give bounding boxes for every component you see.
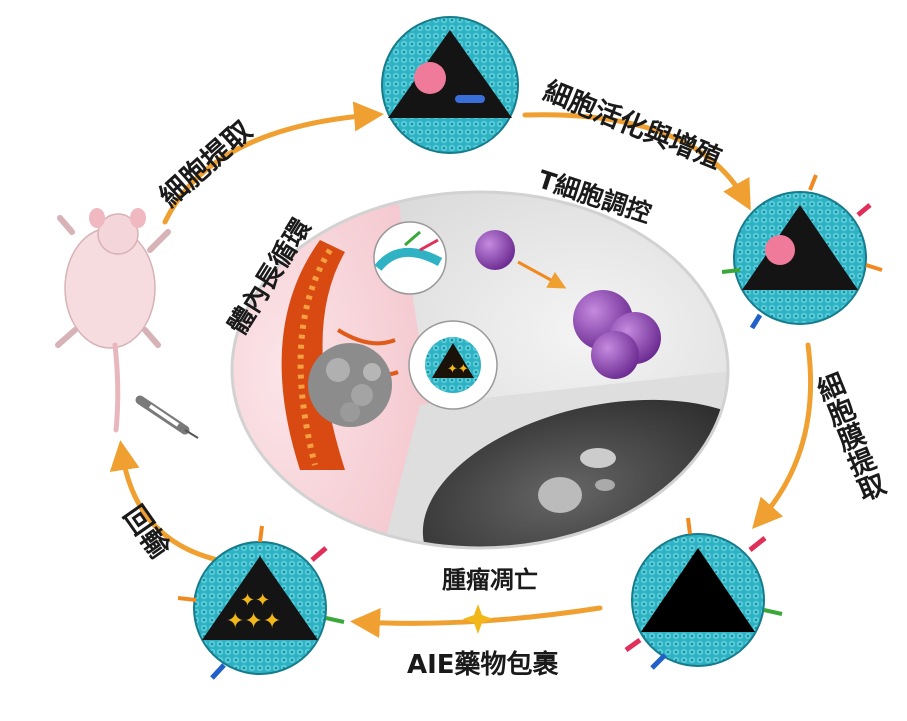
sparkle-icon <box>463 604 493 634</box>
arrow-loaded-to-mouse <box>109 440 221 563</box>
nanoparticle-icon: ✦✦✦ ✦✦ <box>177 16 883 680</box>
syringe-icon <box>135 395 199 439</box>
arrow-cell-to-activated <box>522 112 751 211</box>
receptor-inset <box>373 221 447 295</box>
mouse-icon <box>55 208 171 433</box>
nanoparticle-inset: ✦✦ <box>408 320 498 410</box>
tcell-icon <box>475 230 661 379</box>
nanoparticle-loaded: ✦✦✦ ✦✦ <box>177 525 345 680</box>
arrow-activated-to-membrane <box>752 342 814 529</box>
arrow-mouse-to-cell <box>162 101 384 225</box>
label-drug-encapsulation: AIE藥物包裹 <box>407 650 559 680</box>
svg-text:✦✦: ✦✦ <box>447 362 469 377</box>
nanoparticle-activated <box>721 174 883 330</box>
tumor-cell-icon <box>422 399 728 548</box>
blood-vessel-icon <box>281 240 399 470</box>
cycle-arrows <box>109 101 814 638</box>
svg-text:✦✦: ✦✦ <box>240 590 270 611</box>
nanoparticle-empty <box>624 517 783 670</box>
label-tumor-apoptosis: 腫瘤凋亡 <box>442 566 538 594</box>
nanoparticle-cell-top <box>381 16 519 154</box>
svg-text:✦✦✦: ✦✦✦ <box>226 609 281 634</box>
